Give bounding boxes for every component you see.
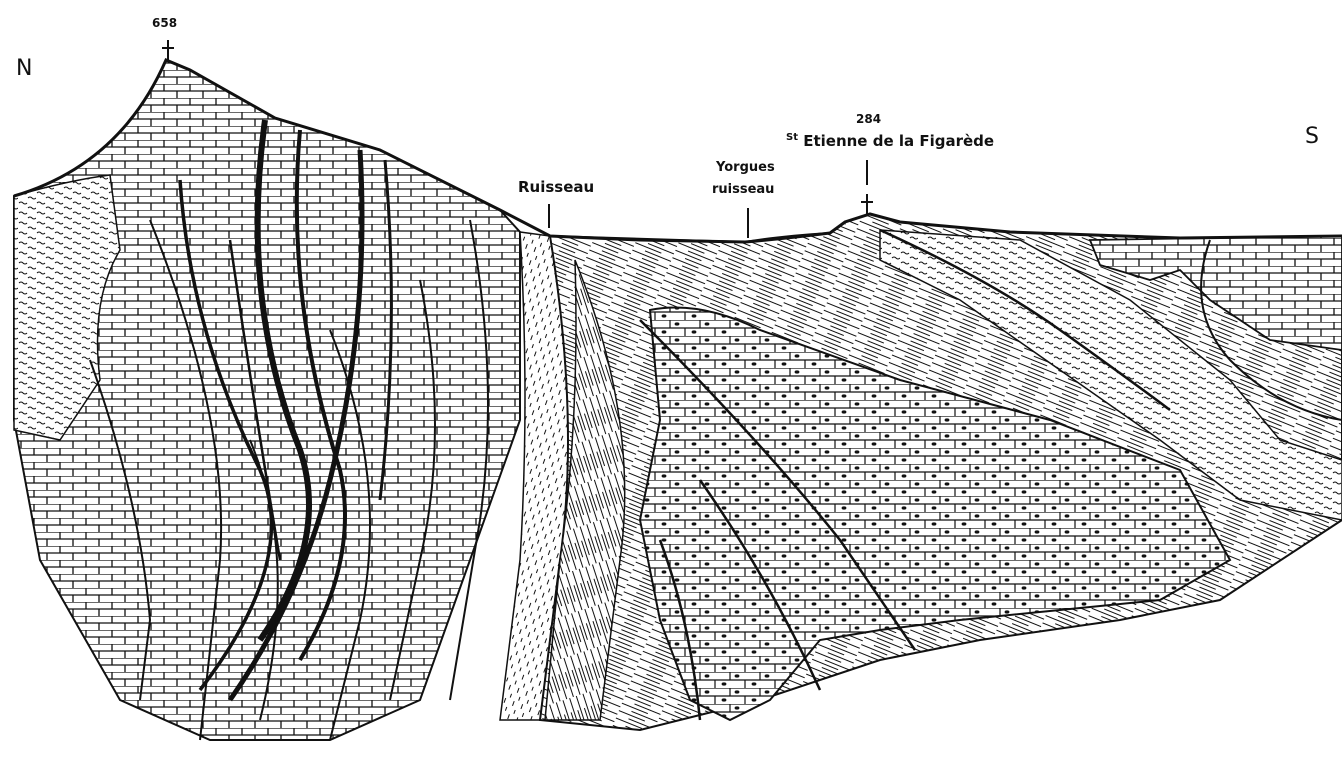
yorgues-label-line1: Yorgues (716, 158, 775, 178)
summit-284-altitude: 284 (856, 112, 881, 126)
summit-658-marker (162, 40, 174, 62)
north-label: N (16, 56, 32, 81)
yorgues-label-line2: ruisseau (712, 180, 774, 200)
ruisseau-label: Ruisseau (518, 178, 594, 196)
place-name-prefix: St (786, 132, 798, 143)
south-label: S (1305, 124, 1319, 149)
place-name-text: Etienne de la Figarède (803, 132, 994, 150)
summit-284-place-name: St Etienne de la Figarède (786, 132, 994, 150)
summit-658-altitude: 658 (152, 16, 177, 30)
summit-284-marker (861, 160, 873, 214)
